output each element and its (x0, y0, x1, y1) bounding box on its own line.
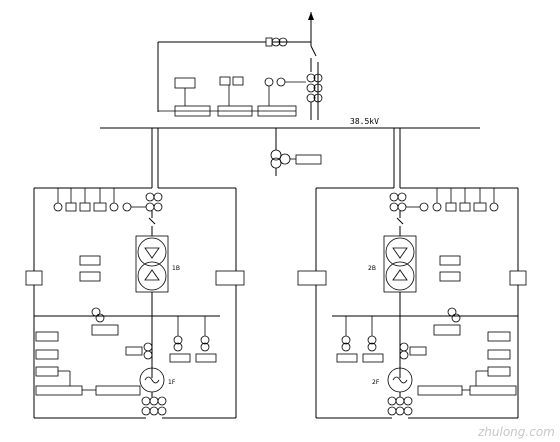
ct-right-mid (399, 342, 427, 360)
unit-right: 2B 2 (297, 128, 527, 419)
ct-left-mid (125, 342, 153, 360)
bus-voltage-label: 38.5kV (350, 117, 379, 126)
unit-left: 1B (25, 128, 245, 419)
side-box-right-outer (509, 270, 527, 286)
ct-stack-top (306, 73, 323, 103)
side-box-left-inner (215, 270, 245, 286)
watermark: zhulong.com (477, 425, 555, 439)
outgoing-arrow (308, 12, 314, 20)
meter-row-left (53, 188, 146, 212)
control-boxes-right (417, 331, 517, 396)
generator-id-right: 2F (372, 379, 380, 386)
pt-right-b (362, 316, 384, 363)
ct-stack-right-upper (389, 192, 407, 212)
pt-left-b (195, 316, 217, 363)
side-box-right-inner (297, 270, 327, 286)
control-boxes-left (35, 331, 141, 396)
incoming-line-section (157, 12, 323, 120)
side-box-left-outer (25, 270, 43, 286)
ct-stack-left-upper (145, 192, 163, 212)
aux-transformer-right (433, 307, 461, 336)
ct-stack-right-lower (387, 396, 413, 416)
pt-left-a (169, 316, 191, 363)
station-transformer (270, 128, 322, 176)
aux-transformer-left (91, 307, 119, 336)
meter-row-right (406, 188, 499, 212)
generator-id-left: 1F (168, 379, 176, 386)
transformer-id-right: 2B (368, 265, 376, 272)
pt-right-a (336, 316, 358, 363)
transformer-id-left: 1B (172, 265, 180, 272)
ct-stack-left-lower (141, 396, 167, 416)
main-transformer-right (383, 235, 417, 293)
relay-box-top-a (174, 77, 196, 89)
main-transformer-left (135, 235, 169, 293)
